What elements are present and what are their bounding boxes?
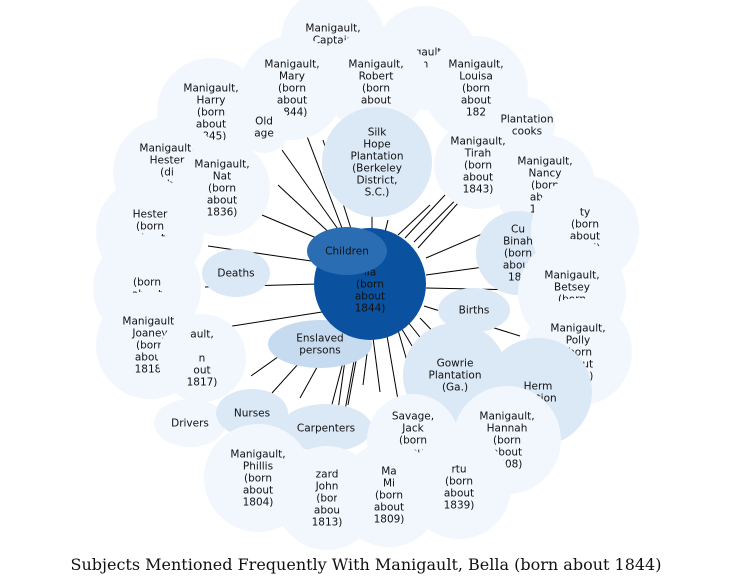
node-deaths-shape <box>202 249 270 297</box>
edge-22 <box>397 204 431 236</box>
edge-21 <box>404 194 446 239</box>
node-robert-shape <box>324 30 428 134</box>
node-carpenters[interactable]: Carpenters <box>280 404 372 452</box>
node-births-shape <box>438 288 510 332</box>
node-children-label: Children <box>325 246 369 258</box>
node-nurses-shape <box>216 389 288 437</box>
node-silk-hope-shape <box>322 107 432 217</box>
node-children[interactable]: Children <box>307 227 387 275</box>
node-births[interactable]: Births <box>438 288 510 332</box>
node-drivers-label: Drivers <box>171 418 209 430</box>
node-nurses-label: Nurses <box>234 408 270 420</box>
edge-12 <box>385 329 399 401</box>
node-nurses[interactable]: Nurses <box>216 389 288 437</box>
node-m-1817-shape <box>158 314 246 402</box>
edge-1 <box>277 184 336 239</box>
node-layer: Manigault,Captain...nigault,nManigault,M… <box>93 0 639 550</box>
node-old-age-shape <box>238 101 290 153</box>
edge-11 <box>371 329 381 393</box>
node-carpenters-label: Carpenters <box>297 423 355 435</box>
node-deaths[interactable]: Deaths <box>202 249 270 297</box>
node-carpenters-shape <box>280 404 372 452</box>
node-children-shape <box>307 227 387 275</box>
node-deaths-label: Deaths <box>217 268 254 280</box>
edge-0 <box>281 149 341 233</box>
node-drivers[interactable]: Drivers <box>154 399 226 447</box>
node-drivers-shape <box>154 399 226 447</box>
edge-3 <box>207 245 319 263</box>
edge-23 <box>384 219 389 233</box>
diagram-caption: Subjects Mentioned Frequently With Manig… <box>70 555 662 574</box>
edge-26 <box>299 117 346 237</box>
node-births-label: Births <box>459 305 490 317</box>
node-m-1839-shape <box>407 435 511 539</box>
